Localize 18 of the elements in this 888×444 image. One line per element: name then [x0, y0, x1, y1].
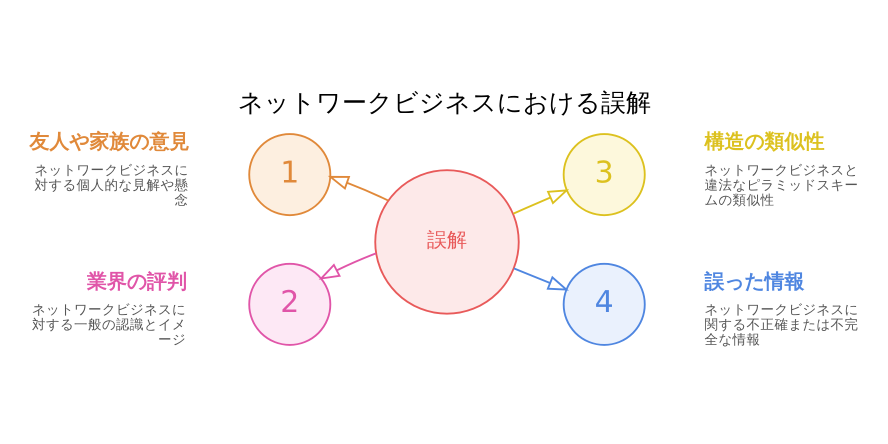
node-label: 友人や家族の意見: [29, 129, 190, 154]
arrow: [327, 176, 388, 202]
node-circle: 誤解: [374, 169, 520, 315]
arrow: [318, 252, 376, 280]
node-circle: 2: [248, 262, 331, 346]
node-label: ネットワークビジネスに関する不正確または不完全な情報: [704, 302, 858, 348]
node-circle: 4: [562, 262, 646, 346]
node-label: ネットワークビジネスに対する一般の認識とイメージ: [32, 302, 186, 348]
node-label: 誤った情報: [704, 268, 804, 293]
node-label: ネットワークビジネスに対する個人的な見解や懸念: [34, 162, 188, 208]
node-circle: 1: [248, 133, 331, 216]
node-label: 構造の類似性: [704, 129, 824, 154]
node-label: 業界の評判: [86, 268, 187, 293]
arrow: [513, 268, 568, 291]
diagram-title: ネットワークビジネスにおける誤解: [238, 88, 650, 117]
arrow: [512, 189, 569, 214]
node-circle: 3: [562, 133, 646, 216]
node-label: ネットワークビジネスと違法なピラミッドスキームの類似性: [704, 162, 858, 208]
